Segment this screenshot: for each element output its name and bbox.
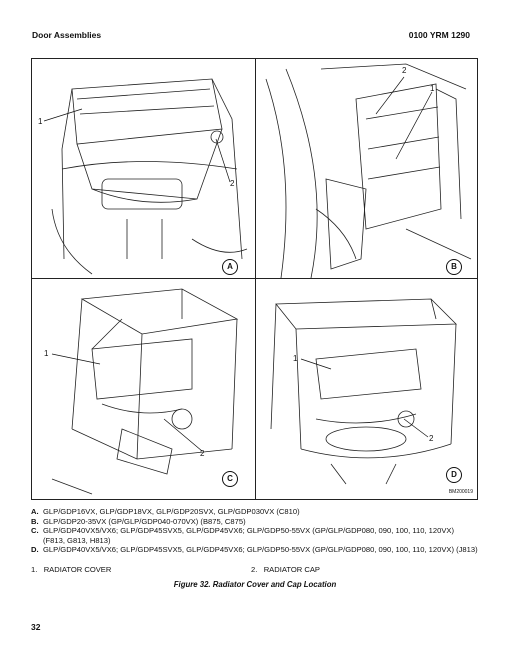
panel-divider-horizontal bbox=[32, 278, 477, 279]
panel-a-callout-2: 2 bbox=[230, 179, 235, 188]
figure-caption: Figure 32. Radiator Cover and Cap Locati… bbox=[173, 580, 337, 589]
model-legend: A. GLP/GDP16VX, GLP/GDP18VX, GLP/GDP20SV… bbox=[31, 507, 478, 555]
legend-key: C. bbox=[31, 526, 39, 536]
panel-b-callout-2: 2 bbox=[402, 66, 407, 75]
item-radiator-cap: 2. RADIATOR CAP bbox=[251, 565, 320, 574]
item-label: RADIATOR COVER bbox=[43, 565, 112, 574]
panel-d-label: D bbox=[446, 467, 462, 483]
panel-c-illustration: 1 2 C bbox=[32, 279, 255, 498]
item-number: 1. bbox=[31, 565, 38, 574]
panel-d-illustration: 1 2 D BM200019 bbox=[256, 279, 479, 498]
panel-b-illustration: 2 1 B bbox=[256, 59, 479, 278]
panel-b-drawing bbox=[265, 63, 472, 278]
panel-b-callout-1: 1 bbox=[430, 84, 435, 93]
panel-c-callout-2: 2 bbox=[200, 449, 205, 458]
panel-d-callout-2: 2 bbox=[429, 434, 434, 443]
panel-c-label: C bbox=[222, 471, 238, 487]
figure-id: BM200019 bbox=[448, 489, 473, 495]
panel-divider-vertical bbox=[255, 59, 256, 499]
panel-c-drawing bbox=[51, 288, 239, 495]
item-label: RADIATOR CAP bbox=[263, 565, 320, 574]
item-radiator-cover: 1. RADIATOR COVER bbox=[31, 565, 111, 574]
item-number: 2. bbox=[251, 565, 258, 574]
page-number: 32 bbox=[31, 622, 41, 632]
legend-text: GLP/GDP20-35VX (GP/GLP/GDP040-070VX) (B8… bbox=[43, 516, 246, 526]
legend-row: C. GLP/GDP40VX5/VX6; GLP/GDP45SVX5, GLP/… bbox=[31, 526, 478, 545]
legend-text: GLP/GDP40VX5/VX6; GLP/GDP45SVX5, GLP/GDP… bbox=[43, 526, 454, 545]
legend-text: GLP/GDP16VX, GLP/GDP18VX, GLP/GDP20SVX, … bbox=[43, 507, 300, 516]
panel-a-illustration: 1 2 A bbox=[32, 59, 255, 278]
section-title: Door Assemblies bbox=[32, 30, 102, 40]
panel-d-callout-1: 1 bbox=[293, 354, 298, 363]
legend-text: GLP/GDP40VX5/VX6; GLP/GDP45SVX5, GLP/GDP… bbox=[43, 545, 478, 555]
legend-row: D. GLP/GDP40VX5/VX6; GLP/GDP45SVX5, GLP/… bbox=[31, 545, 478, 555]
panel-a-label: A bbox=[222, 259, 238, 275]
legend-key: B. bbox=[31, 516, 39, 526]
legend-key: D. bbox=[31, 545, 39, 555]
panel-d-drawing bbox=[270, 298, 457, 485]
panel-a-callout-1: 1 bbox=[38, 117, 43, 126]
panel-b-label: B bbox=[446, 259, 462, 275]
legend-key: A. bbox=[31, 507, 39, 516]
legend-row: A. GLP/GDP16VX, GLP/GDP18VX, GLP/GDP20SV… bbox=[31, 507, 478, 517]
legend-row: B. GLP/GDP20-35VX (GP/GLP/GDP040-070VX) … bbox=[31, 517, 478, 527]
figure-frame: 1 2 A 2 1 B bbox=[31, 58, 478, 500]
document-code: 0100 YRM 1290 bbox=[408, 30, 470, 40]
panel-a-drawing bbox=[43, 78, 248, 275]
panel-c-callout-1: 1 bbox=[44, 349, 49, 358]
